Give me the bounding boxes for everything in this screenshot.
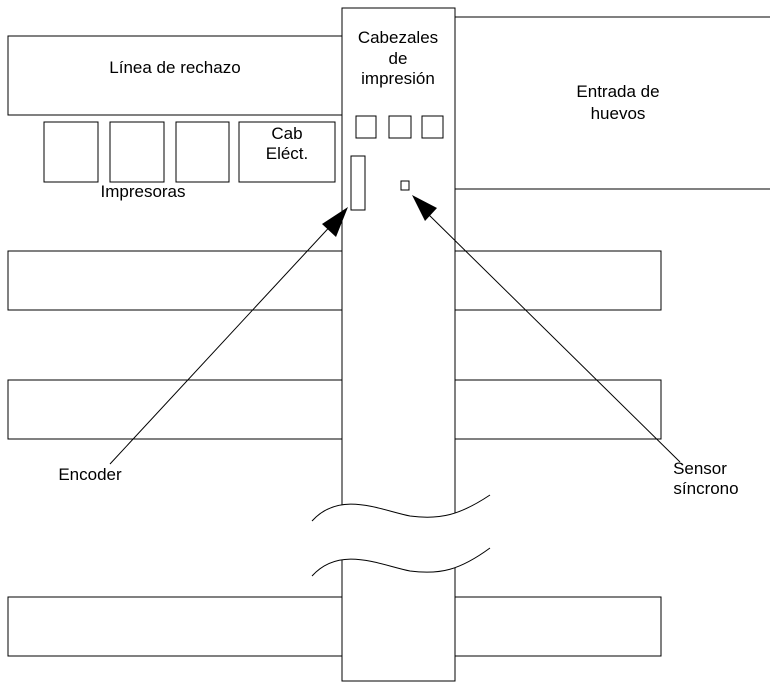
belt-break-gap [312,495,490,576]
printers-label: Impresoras [100,182,185,201]
printer-box-1 [43,121,99,183]
reject-line-label: Línea de rechazo [109,58,240,77]
reject-line-box [7,35,343,116]
print-head-3 [421,115,444,139]
printer-box-3 [175,121,230,183]
encoder-label: Encoder [58,465,122,484]
electrical-cabinet-box [238,121,336,183]
conveyor-band-2 [7,379,662,440]
encoder-device [350,155,366,211]
encoder-arrowhead [322,207,348,237]
egg-inlet-label-line2: huevos [591,104,646,123]
egg-inlet-label-line1: Entrada de [576,82,659,101]
electrical-cabinet-label-line2: Eléct. [266,144,309,163]
belt-break-line-top [311,494,491,522]
sensor-pointer-line [425,211,681,463]
sensor-arrowhead [412,195,437,221]
sensor-label-line2: síncrono [673,479,738,498]
conveyor-band-1 [7,250,662,311]
print-head-2 [388,115,412,139]
conveyor-band-3 [7,596,662,657]
sync-sensor-device [400,180,410,191]
electrical-cabinet-label-line1: Cab [271,124,302,143]
print-heads-label-line1: Cabezales [358,28,438,47]
printer-box-2 [109,121,165,183]
print-head-1 [355,115,377,139]
sensor-label-line1: Sensor [673,459,727,478]
belt-break-line-bottom [311,547,491,577]
print-belt [341,7,456,682]
print-heads-label-line3: impresión [361,69,435,88]
egg-inlet-box [454,16,770,190]
print-heads-label-line2: de [389,49,408,68]
encoder-pointer-line [109,219,337,465]
